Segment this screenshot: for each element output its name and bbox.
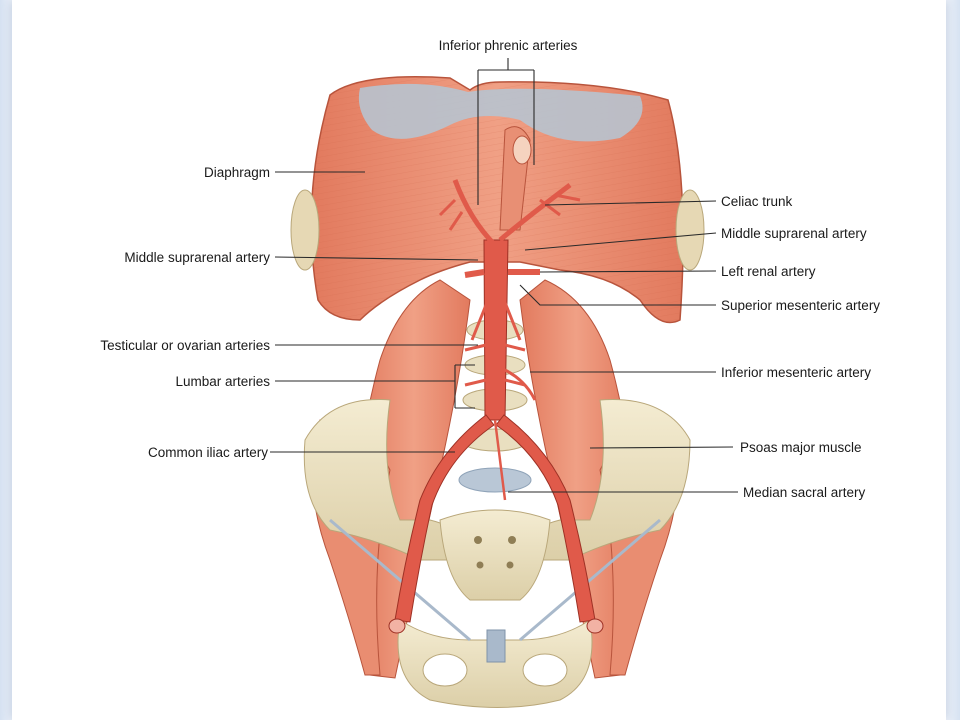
label-celiac-trunk: Celiac trunk bbox=[721, 194, 793, 209]
leader-lines bbox=[270, 58, 738, 493]
label-inferior-phrenic: Inferior phrenic arteries bbox=[439, 38, 578, 53]
label-left-renal: Left renal artery bbox=[721, 264, 816, 279]
diagram-labels: Inferior phrenic arteries Diaphragm Midd… bbox=[100, 38, 880, 500]
diaphragm-shape bbox=[290, 76, 705, 324]
arteries bbox=[388, 179, 604, 634]
label-psoas-major: Psoas major muscle bbox=[740, 440, 862, 455]
label-inferior-mesenteric: Inferior mesenteric artery bbox=[721, 365, 871, 380]
label-lumbar: Lumbar arteries bbox=[175, 374, 270, 389]
label-middle-suprarenal-left: Middle suprarenal artery bbox=[124, 250, 270, 265]
pelvis-bones bbox=[303, 319, 691, 708]
label-testicular-ovarian: Testicular or ovarian arteries bbox=[100, 338, 270, 353]
label-middle-suprarenal-right: Middle suprarenal artery bbox=[721, 226, 867, 241]
label-superior-mesenteric: Superior mesenteric artery bbox=[721, 298, 880, 313]
inguinal-ligaments bbox=[329, 518, 661, 642]
label-median-sacral: Median sacral artery bbox=[743, 485, 866, 500]
label-common-iliac: Common iliac artery bbox=[148, 445, 268, 460]
label-diaphragm: Diaphragm bbox=[204, 165, 270, 180]
